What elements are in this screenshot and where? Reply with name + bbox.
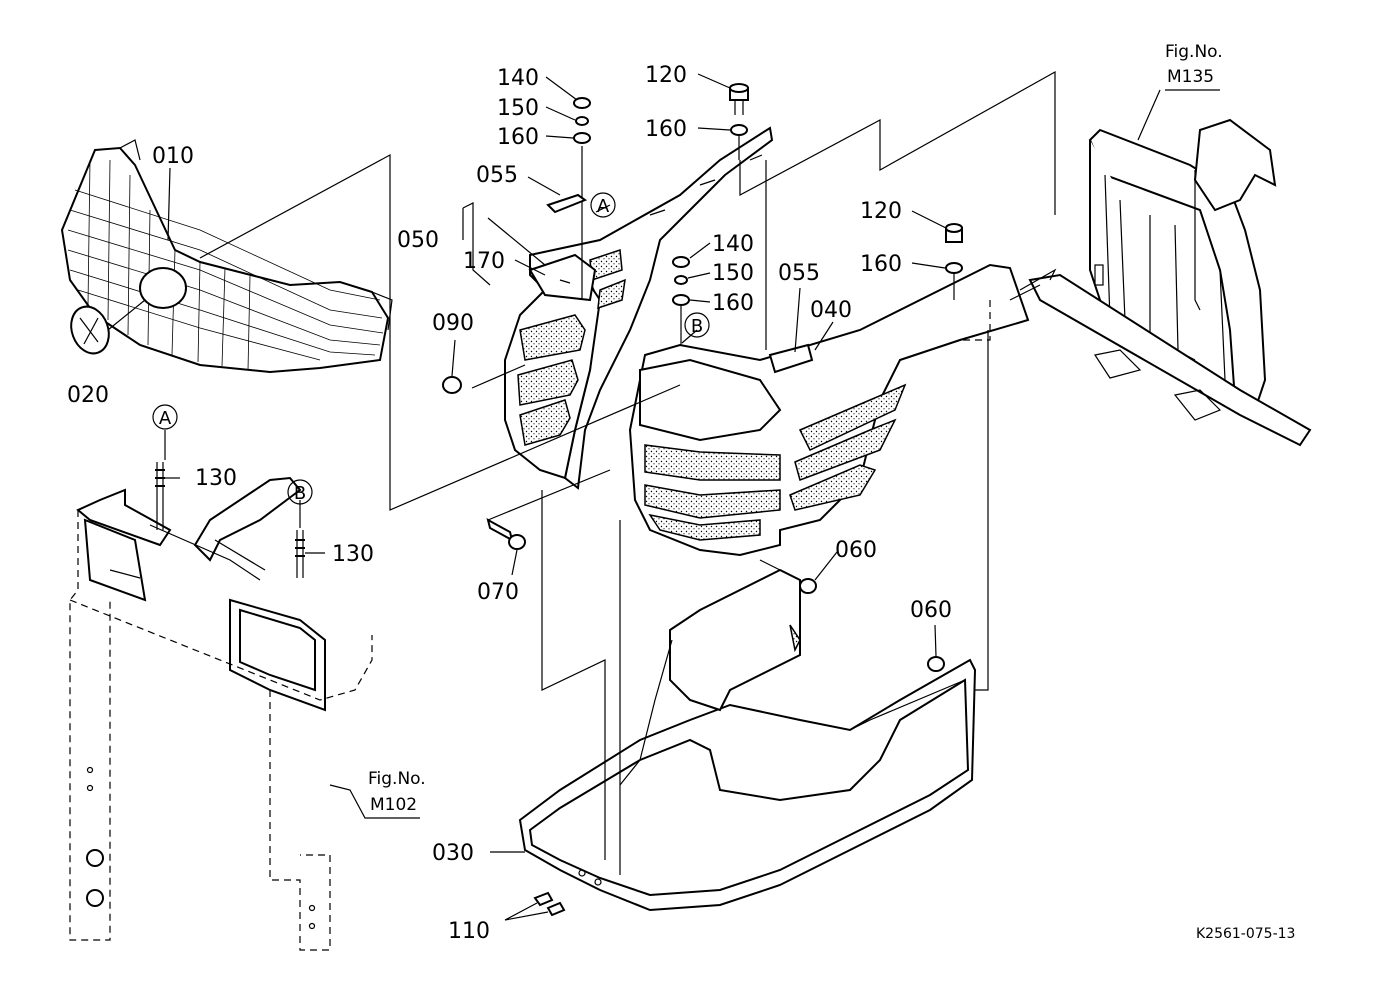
hood-panel-right	[628, 263, 1030, 557]
part-label: 055	[476, 163, 518, 188]
part-label: 120	[860, 199, 902, 224]
part-label: 120	[645, 63, 687, 88]
part-label: 170	[463, 249, 505, 274]
part-label: 030	[432, 841, 474, 866]
fig-number: M135	[1167, 67, 1214, 87]
part-label: 150	[497, 96, 539, 121]
assembly-lines	[199, 70, 1201, 875]
part-label: 020	[67, 383, 109, 408]
fig-label: Fig.No.	[1165, 42, 1223, 62]
lower-cover	[518, 568, 977, 912]
side-panel-left	[504, 126, 774, 490]
part-label: 040	[810, 298, 852, 323]
part-label: 160	[497, 125, 539, 150]
part-label: 160	[712, 291, 754, 316]
fig-number: M102	[370, 795, 417, 815]
hardware	[155, 83, 963, 917]
front-bracket	[69, 476, 373, 951]
callout-a-lower-circle	[152, 404, 178, 430]
part-label: 060	[835, 538, 877, 563]
rear-frame	[1028, 118, 1312, 447]
callout-a-lower: A	[159, 408, 172, 429]
part-label: 160	[645, 117, 687, 142]
callout-b-lower-circle	[287, 479, 313, 505]
part-label: 130	[332, 542, 374, 567]
callout-markers: A B A B	[152, 192, 710, 505]
part-label: 110	[448, 919, 490, 944]
part-label: 055	[778, 261, 820, 286]
label-leaders	[164, 73, 1220, 921]
part-label: 010	[152, 144, 194, 169]
part-label: 050	[397, 228, 439, 253]
fig-label: Fig.No.	[368, 769, 426, 789]
part-label: 060	[910, 598, 952, 623]
part-label: 130	[195, 466, 237, 491]
part-label: 140	[497, 66, 539, 91]
figure-reference-m102: Fig.No. M102	[368, 769, 426, 815]
part-label: 140	[712, 232, 754, 257]
part-label: 160	[860, 252, 902, 277]
part-label: 090	[432, 311, 474, 336]
part-labels: 140 150 160 120 160 010 055 050 170 140 …	[67, 63, 952, 944]
part-label: 150	[712, 261, 754, 286]
callout-b-upper-circle	[684, 312, 710, 338]
callout-b-upper: B	[691, 316, 703, 337]
callout-a-upper: A	[597, 196, 610, 217]
callout-a-upper-circle	[590, 192, 616, 218]
diagram-code: K2561-075-13	[1196, 926, 1295, 942]
callout-b-lower: B	[294, 483, 306, 504]
part-label: 070	[477, 580, 519, 605]
figure-reference-m135: Fig.No. M135	[1165, 42, 1223, 87]
emblem	[70, 299, 146, 355]
front-grille	[60, 139, 393, 374]
